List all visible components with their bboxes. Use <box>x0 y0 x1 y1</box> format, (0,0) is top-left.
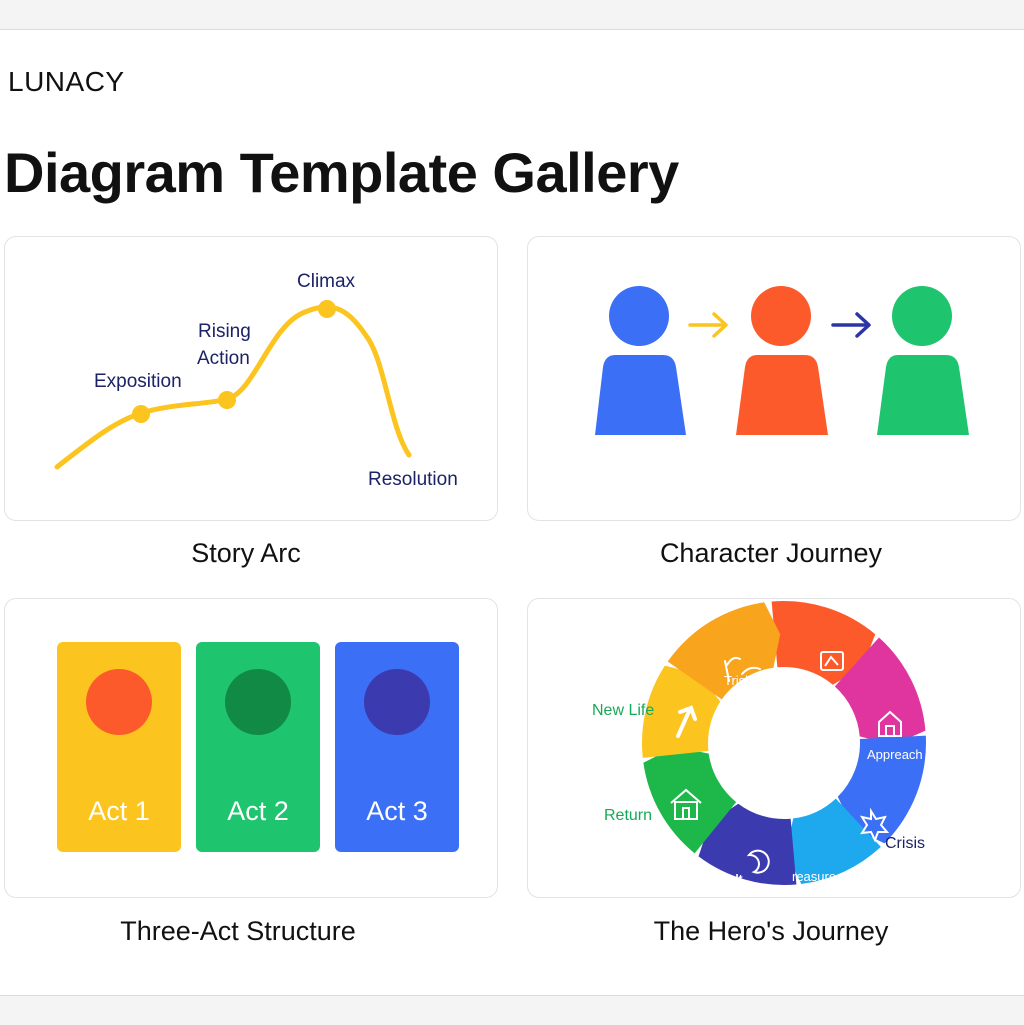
app-brand: LUNACY <box>8 66 125 97</box>
act-2-label: Act 2 <box>227 796 289 826</box>
stage-approach-label: Appreach <box>867 747 923 762</box>
stage-new-life-label: New Life <box>592 702 654 719</box>
card-title-story-arc[interactable]: Story Arc <box>191 538 301 568</box>
heros-journey-wheel: New Life Trislf Appreach Crisis reasure … <box>592 601 926 886</box>
template-card-character-journey[interactable] <box>527 236 1021 521</box>
card-title-three-act[interactable]: Three-Act Structure <box>120 916 356 946</box>
stage-result-label: Result <box>706 872 743 886</box>
bottom-status-bar <box>0 995 1024 1025</box>
stage-reasure-label: reasure <box>792 869 836 884</box>
act-1-panel: Act 1 <box>57 642 181 852</box>
act-1-label: Act 1 <box>88 796 150 826</box>
segment-trislf <box>667 602 781 700</box>
stage-trislf-label: Trislf <box>724 673 752 688</box>
template-card-story-arc[interactable]: Exposition Rising Action Climax Resoluti… <box>4 236 498 521</box>
resolution-label: Resolution <box>368 469 458 490</box>
segment-reasure <box>785 798 881 884</box>
arrow-right-icon <box>831 312 871 338</box>
act-2-panel: Act 2 <box>196 642 320 852</box>
character-journey-diagram <box>595 286 969 435</box>
template-card-heros-journey[interactable]: New Life Trislf Appreach Crisis reasure … <box>527 598 1021 898</box>
card-title-character-journey[interactable]: Character Journey <box>659 538 883 568</box>
arrow-up-right-icon <box>676 705 697 738</box>
exposition-label: Exposition <box>94 371 182 392</box>
arrow-right-icon <box>688 312 728 338</box>
segment-crisis <box>837 735 926 844</box>
character-figure-blue <box>595 286 686 435</box>
page-title: Diagram Template Gallery <box>4 141 679 204</box>
segment-map <box>771 601 876 685</box>
segment-return <box>643 746 737 854</box>
house-icon <box>670 788 702 820</box>
segment-result <box>698 803 797 885</box>
three-act-diagram: Act 1 Act 2 Act 3 <box>57 642 459 852</box>
plant-icon <box>724 656 761 682</box>
action-label: Action <box>197 348 250 369</box>
template-card-three-act[interactable]: Act 1 Act 2 Act 3 <box>4 598 498 898</box>
segment-approach <box>834 637 926 745</box>
rising-action-point <box>218 391 236 409</box>
card-title-heros-journey[interactable]: The Hero's Journey <box>653 916 889 946</box>
character-figure-green <box>877 286 969 435</box>
segment-icons <box>670 651 902 874</box>
stage-return-label: Return <box>604 807 652 824</box>
character-figure-orange <box>736 286 828 435</box>
moon-icon <box>746 849 770 874</box>
act-3-label: Act 3 <box>366 796 428 826</box>
home-icon <box>878 710 902 737</box>
star-burst-icon <box>859 807 890 843</box>
story-arc-diagram: Exposition Rising Action Climax Resoluti… <box>54 271 458 490</box>
act-3-panel: Act 3 <box>335 642 459 852</box>
climax-label: Climax <box>297 271 356 292</box>
exposition-point <box>132 405 150 423</box>
map-icon <box>820 651 844 671</box>
climax-point <box>318 300 336 318</box>
rising-label: Rising <box>198 321 251 342</box>
top-toolbar <box>0 0 1024 30</box>
stage-crisis-label: Crisis <box>885 835 925 852</box>
